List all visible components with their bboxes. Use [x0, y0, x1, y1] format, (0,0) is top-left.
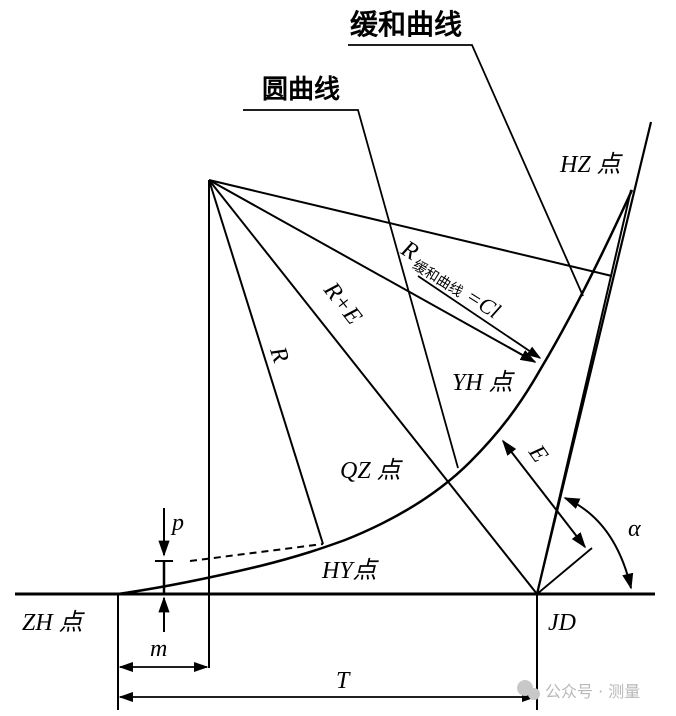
formula-rhs: =Cl	[462, 283, 505, 323]
radius-R-plus-E-line	[208, 179, 538, 595]
transition-curve-label: 缓和曲线	[350, 8, 462, 41]
p-label: p	[170, 510, 184, 536]
transition-curve-leader	[348, 44, 584, 297]
QZ-label: QZ 点	[340, 457, 404, 484]
T-label: T	[336, 668, 351, 694]
E-label: E	[523, 440, 553, 468]
formula-subscript: 缓和曲线	[410, 257, 466, 300]
circular-curve-label: 圆曲线	[262, 75, 340, 105]
circular-curve-leader	[243, 109, 459, 469]
JD-label: JD	[548, 610, 576, 636]
formula-arrow	[417, 275, 542, 359]
wechat-icon-small	[528, 688, 540, 700]
watermark-text: 公众号 · 测量	[545, 682, 640, 701]
jd-to-hz-line	[536, 189, 632, 595]
formula-label: R 缓和曲线 =Cl	[396, 235, 506, 323]
alpha-label: α	[628, 516, 641, 542]
YH-label: YH 点	[452, 369, 516, 396]
watermark: 公众号 · 测量	[517, 680, 640, 701]
m-label: m	[150, 636, 167, 662]
curve-path	[117, 189, 634, 596]
R-plus-E-label: R+E	[318, 277, 367, 330]
p-dashed	[189, 543, 324, 562]
HZ-label: HZ 点	[559, 151, 624, 178]
HY-label: HY点	[321, 557, 380, 584]
center-to-tangent-line	[208, 179, 613, 277]
alpha-arc	[563, 497, 634, 590]
ZH-label: ZH 点	[22, 609, 86, 636]
radius-R-line	[208, 179, 324, 545]
radius-transition-line	[208, 179, 537, 363]
R-label: R	[264, 343, 294, 366]
